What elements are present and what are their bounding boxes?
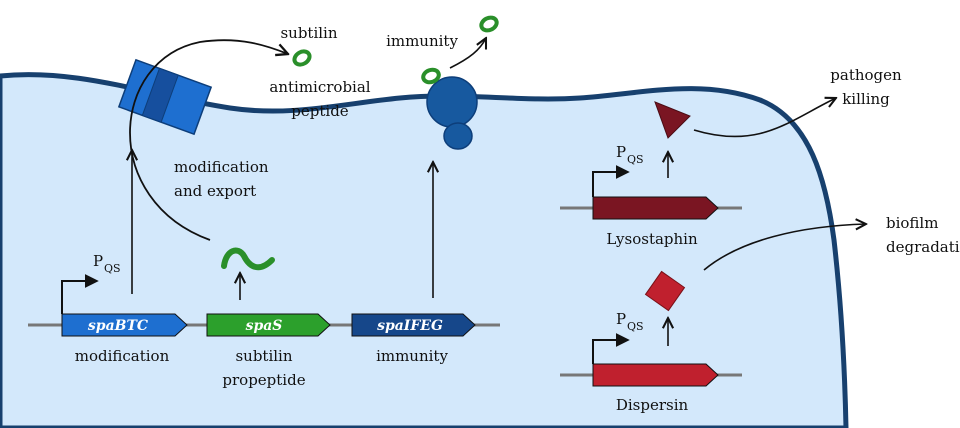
gene-lysostaphin xyxy=(592,196,719,220)
subtilin-ring xyxy=(292,49,312,67)
promoter-sub-dispersin: QS xyxy=(627,320,644,333)
gene-dispersin xyxy=(592,363,719,387)
label-killing: killing xyxy=(842,90,890,108)
gene-spaBTC-label: spaBTC xyxy=(88,318,148,334)
label-pathogen: pathogen xyxy=(830,66,902,84)
promoter-label-spaBTC: P xyxy=(93,252,103,270)
immunity-release-arrow xyxy=(449,38,486,69)
gene-spaS-caption-2: propeptide xyxy=(222,371,305,389)
label-immunity-top: immunity xyxy=(386,32,458,50)
immunity-protein xyxy=(426,76,478,150)
gene-spaIFEG-caption: immunity xyxy=(376,347,448,365)
gene-spaBTC-caption: modification xyxy=(75,347,170,365)
label-peptide: peptide xyxy=(291,102,349,120)
gene-spaIFEG xyxy=(351,313,476,337)
label-and-export: and export xyxy=(174,182,256,200)
gene-dispersin-caption: Dispersin xyxy=(616,396,689,414)
promoter-label-lysostaphin: P xyxy=(616,143,626,161)
dispersin-protein xyxy=(644,270,686,312)
label-modification: modification xyxy=(174,158,269,176)
pathogen-killing-arrow xyxy=(693,98,836,138)
gene-spaBTC xyxy=(61,313,188,337)
label-degradation: degradation xyxy=(886,238,960,256)
label-subtilin: subtilin xyxy=(280,24,337,42)
promoter-sub-lysostaphin: QS xyxy=(627,153,644,166)
promoter-arrow-spaBTC xyxy=(61,274,99,314)
cell-body xyxy=(0,72,849,428)
gene-spaS xyxy=(206,313,331,337)
label-biofilm: biofilm xyxy=(886,214,938,232)
gene-spaS-label: spaS xyxy=(246,318,283,334)
propeptide-squiggle xyxy=(221,247,275,271)
gene-lysostaphin-caption: Lysostaphin xyxy=(606,230,698,248)
label-antimicrobial: antimicrobial xyxy=(269,78,370,96)
transporter-complex xyxy=(117,58,213,136)
promoter-arrow-dispersin xyxy=(592,333,630,364)
promoter-label-dispersin: P xyxy=(616,310,626,328)
gene-spaS-caption-1: subtilin xyxy=(235,347,292,365)
promoter-sub-spaBTC: QS xyxy=(104,262,121,275)
released-subtilin-ring xyxy=(479,15,499,33)
gene-spaIFEG-label: spaIFEG xyxy=(377,318,443,334)
immunity-bound-subtilin xyxy=(421,67,441,85)
export-arrow xyxy=(129,39,288,241)
promoter-arrow-lysostaphin xyxy=(592,165,630,197)
biofilm-degradation-arrow xyxy=(703,224,866,271)
lysostaphin-protein xyxy=(654,101,691,139)
